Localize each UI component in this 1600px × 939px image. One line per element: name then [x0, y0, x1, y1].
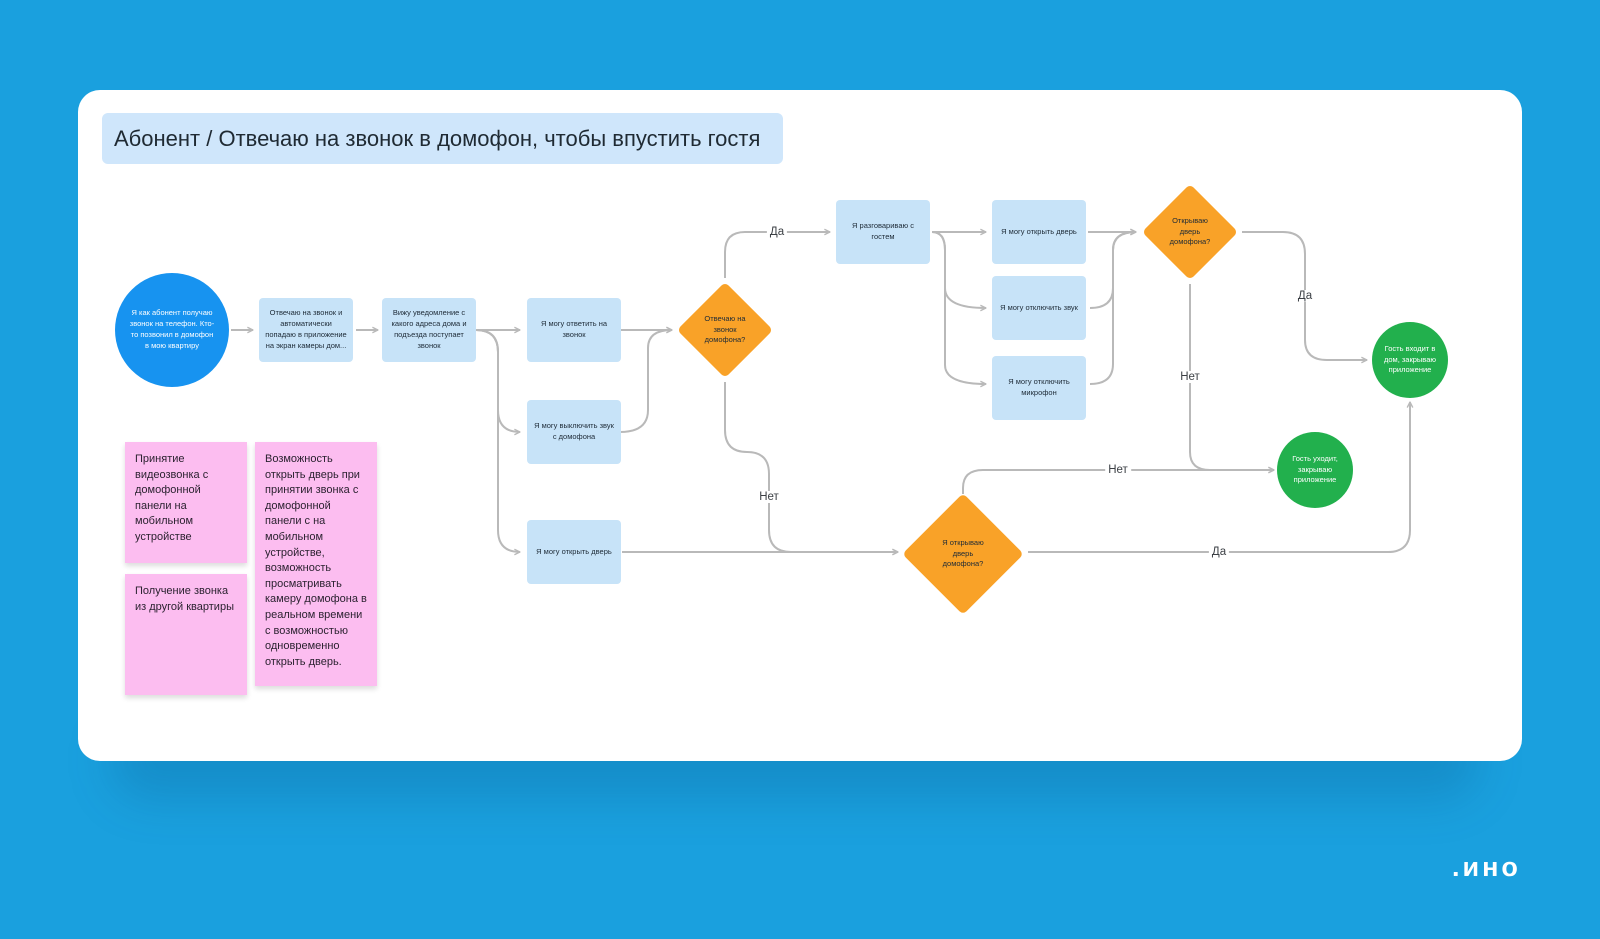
- decision-answered[interactable]: Отвечаю на звонок домофона?: [676, 281, 774, 379]
- step-answer-auto-label: Отвечаю на звонок и автоматически попада…: [265, 308, 347, 350]
- ino-logo: .ино: [1452, 852, 1521, 882]
- step-can-mute-mic[interactable]: Я могу отключить микрофон: [992, 356, 1086, 420]
- diagram-card: Абонент / Отвечаю на звонок в домофон, ч…: [78, 90, 1522, 761]
- end-guest-leaves[interactable]: Гость уходит, закрываю приложение: [1277, 432, 1353, 508]
- edge-decision-no: [724, 382, 898, 552]
- edge-label-bottom-no: Нет: [1105, 464, 1131, 476]
- sticky-note-open-door-text: Возможность открыть дверь при принятии з…: [265, 453, 367, 668]
- step-see-notification[interactable]: Вижу уведомление с какого адреса дома и …: [382, 298, 476, 362]
- decision-open-bottom-label: Я открываю дверь домофона?: [942, 537, 984, 569]
- end-guest-leaves-label: Гость уходит, закрываю приложение: [1292, 453, 1338, 485]
- step-can-open-door-2-label: Я могу открыть дверь: [1001, 226, 1077, 236]
- step-can-mute-mic-label: Я могу отключить микрофон: [1008, 377, 1070, 397]
- edge-notification-open1: [475, 329, 520, 552]
- edge-mute-decision: [619, 330, 672, 433]
- sticky-note-open-door[interactable]: Возможность открыть дверь при принятии з…: [255, 442, 377, 686]
- step-can-mute-intercom-label: Я могу выключить звук с домофона: [534, 421, 614, 441]
- sticky-note-video-call[interactable]: Принятие видеозвонка с домофонной панели…: [125, 442, 247, 563]
- edge-mute-mic-top-decision: [1089, 232, 1136, 385]
- sticky-note-video-call-text: Принятие видеозвонка с домофонной панели…: [135, 453, 209, 544]
- sticky-note-other-apartment[interactable]: Получение звонка из другой квартиры: [125, 574, 247, 695]
- end-guest-enters-label: Гость входит в дом, закрываю приложение: [1383, 343, 1437, 375]
- edge-talk-mute-sound: [931, 231, 986, 308]
- connectors: [231, 90, 1522, 761]
- decision-open-top[interactable]: Открываю дверь домофона?: [1141, 183, 1239, 281]
- start-node-label: Я как абонент получаю звонок на телефон.…: [129, 308, 215, 350]
- edge-label-top-no: Нет: [1177, 371, 1203, 383]
- step-can-open-door-2[interactable]: Я могу открыть дверь: [992, 200, 1086, 264]
- end-guest-enters[interactable]: Гость входит в дом, закрываю приложение: [1372, 322, 1448, 398]
- step-can-mute-sound[interactable]: Я могу отключить звук: [992, 276, 1086, 340]
- edge-label-top-yes: Да: [1294, 290, 1316, 302]
- edge-decision-yes: [724, 232, 830, 278]
- edge-label-answered-yes: Да: [766, 226, 788, 238]
- step-can-open-door-1-label: Я могу открыть дверь: [536, 546, 612, 556]
- edge-bottom-no: [962, 470, 1274, 494]
- start-node[interactable]: Я как абонент получаю звонок на телефон.…: [115, 273, 229, 387]
- edge-label-answered-no: Нет: [756, 491, 782, 503]
- step-can-answer[interactable]: Я могу ответить на звонок: [527, 298, 621, 362]
- decision-answered-label: Отвечаю на звонок домофона?: [704, 313, 746, 345]
- decision-open-bottom[interactable]: Я открываю дверь домофона?: [901, 492, 1025, 616]
- step-talking-to-guest[interactable]: Я разговариваю с гостем: [836, 200, 930, 264]
- step-can-mute-sound-label: Я могу отключить звук: [1000, 302, 1078, 312]
- edge-label-bottom-yes: Да: [1208, 546, 1230, 558]
- step-can-open-door-1[interactable]: Я могу открыть дверь: [527, 520, 621, 584]
- step-can-mute-intercom[interactable]: Я могу выключить звук с домофона: [527, 400, 621, 464]
- decision-open-top-label: Открываю дверь домофона?: [1169, 215, 1211, 247]
- sticky-note-other-apartment-text: Получение звонка из другой квартиры: [135, 585, 234, 613]
- step-talking-to-guest-label: Я разговариваю с гостем: [852, 221, 914, 241]
- diagram-title: Абонент / Отвечаю на звонок в домофон, ч…: [102, 113, 783, 164]
- step-answer-auto[interactable]: Отвечаю на звонок и автоматически попада…: [259, 298, 353, 362]
- edge-talk-mute-mic: [931, 231, 986, 384]
- edge-bottom-yes: [1028, 402, 1410, 553]
- step-can-answer-label: Я могу ответить на звонок: [540, 319, 608, 339]
- step-see-notification-label: Вижу уведомление с какого адреса дома и …: [391, 308, 467, 350]
